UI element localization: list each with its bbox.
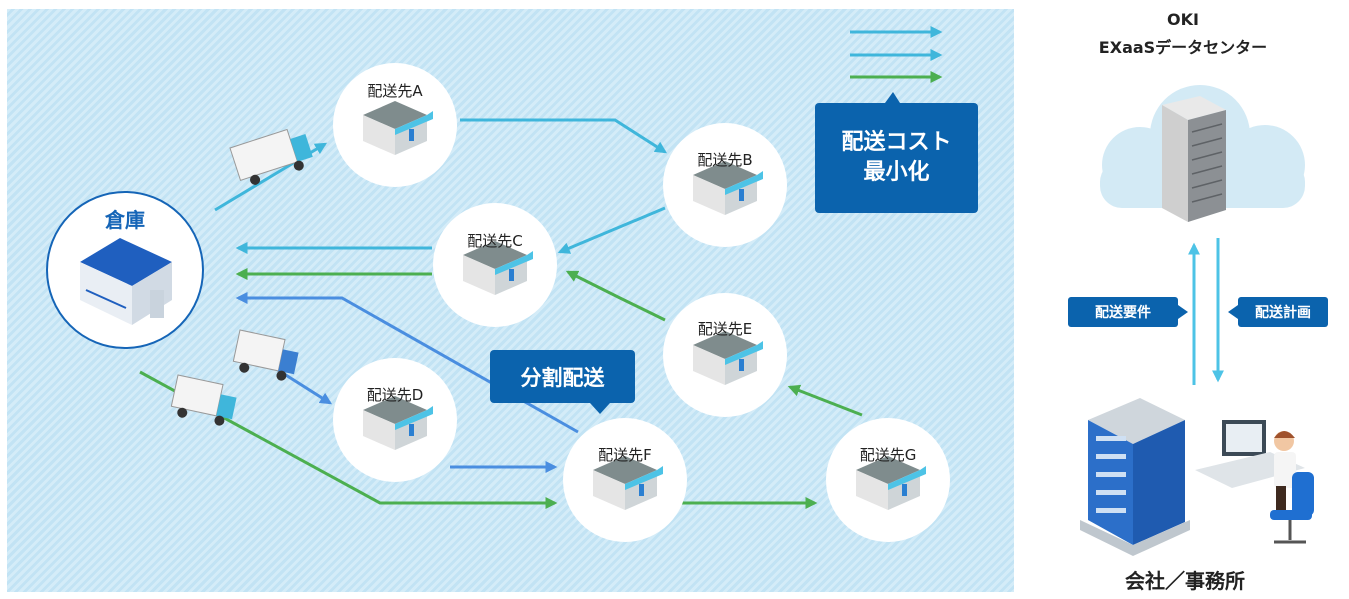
node-E-circle (663, 293, 787, 417)
node-label-E: 配送先E (697, 320, 753, 338)
requirements-tag-pointer (1178, 305, 1188, 319)
plan-tag: 配送計画 (1238, 297, 1328, 327)
datacenter-title-line1: OKI (1167, 10, 1199, 29)
shop-icon (363, 396, 433, 450)
warehouse-icon (80, 238, 172, 325)
shop-icon (463, 241, 533, 295)
node-label-G: 配送先G (859, 446, 917, 464)
node-label-A: 配送先A (367, 82, 423, 100)
cost-minimize-callout: 配送コスト 最小化 (815, 103, 978, 213)
node-C-circle (433, 203, 557, 327)
shop-icon (593, 456, 663, 510)
split-callout-pointer (590, 403, 610, 414)
node-D-circle (333, 358, 457, 482)
node-F-circle (563, 418, 687, 542)
cost-callout-line1: 配送コスト (841, 130, 952, 155)
shop-icon (693, 331, 763, 385)
split-callout-text: 分割配送 (520, 365, 605, 390)
node-label-C: 配送先C (467, 232, 523, 250)
truck-icon (170, 374, 237, 426)
truck-icon (232, 329, 299, 381)
node-A-circle (333, 63, 457, 187)
warehouse-hub (46, 191, 204, 349)
office-worker-icon (1195, 420, 1314, 544)
office-building-icon (1080, 398, 1190, 556)
shop-icon (363, 101, 433, 155)
legend-arrows (850, 26, 943, 83)
node-label-D: 配送先D (366, 386, 424, 404)
server-icon (1162, 96, 1226, 222)
datacenter-title-line2: EXaaSデータセンター (1098, 38, 1268, 57)
plan-tag-pointer (1228, 305, 1238, 319)
office-label: 会社／事務所 (1125, 569, 1245, 593)
hub-label: 倉庫 (105, 208, 145, 232)
shop-icon (693, 161, 763, 215)
cost-callout-pointer (885, 92, 900, 103)
truck-icon (229, 128, 313, 185)
shop-icon (856, 456, 926, 510)
node-G-circle (826, 418, 950, 542)
cost-callout-line2: 最小化 (863, 160, 930, 185)
node-label-B: 配送先B (697, 151, 753, 169)
split-delivery-callout: 分割配送 (490, 350, 635, 403)
node-B-circle (663, 123, 787, 247)
requirements-tag: 配送要件 (1068, 297, 1178, 327)
requirements-tag-text: 配送要件 (1095, 305, 1151, 321)
node-label-F: 配送先F (598, 446, 652, 464)
plan-tag-text: 配送計画 (1255, 305, 1311, 321)
